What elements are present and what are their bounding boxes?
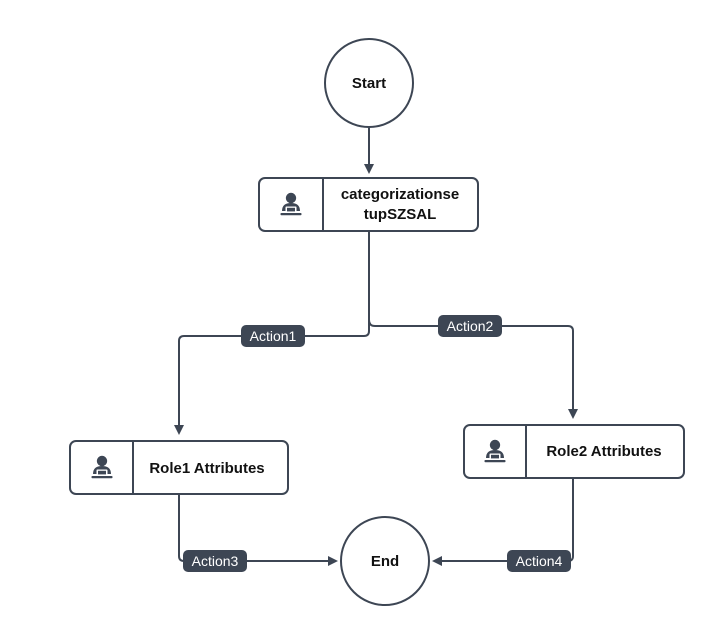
task2-label: Role1 Attributes xyxy=(149,460,264,477)
edge-label-action4-text: Action4 xyxy=(516,553,563,569)
end-node[interactable]: End xyxy=(340,516,430,606)
task-node-categorization[interactable]: categorizationse tupSZSAL xyxy=(258,177,479,232)
start-node[interactable]: Start xyxy=(324,38,414,128)
edge-label-action3-text: Action3 xyxy=(192,553,239,569)
task1-label-line1: categorizationse xyxy=(341,186,459,203)
edge-role2-to-end xyxy=(432,478,574,566)
start-label: Start xyxy=(352,75,386,92)
edge-task1-to-role2 xyxy=(368,319,578,419)
edge-label-action3[interactable]: Action3 xyxy=(183,550,247,572)
end-label: End xyxy=(371,553,399,570)
edge-label-action1[interactable]: Action1 xyxy=(241,325,305,347)
edge-label-action2-text: Action2 xyxy=(447,318,494,334)
task3-label: Role2 Attributes xyxy=(546,443,661,460)
edge-label-action4[interactable]: Action4 xyxy=(507,550,571,572)
task-node-role2-attributes[interactable]: Role2 Attributes xyxy=(463,424,685,479)
edge-label-action1-text: Action1 xyxy=(250,328,297,344)
task1-label-line2: tupSZSAL xyxy=(364,206,437,223)
edge-label-action2[interactable]: Action2 xyxy=(438,315,502,337)
task-node-role1-attributes[interactable]: Role1 Attributes xyxy=(69,440,289,495)
